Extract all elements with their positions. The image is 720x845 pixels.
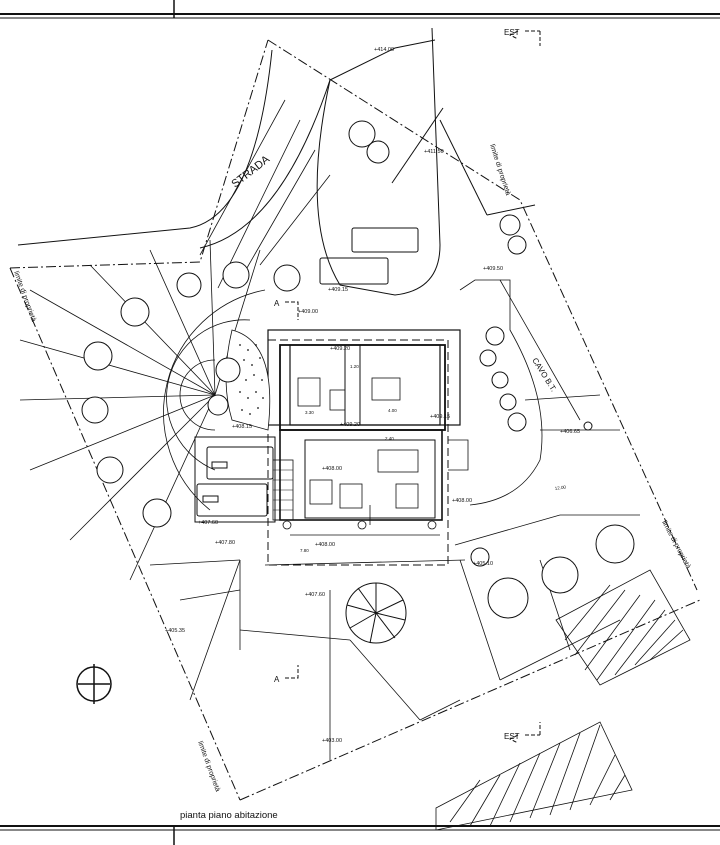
hatch-area bbox=[435, 569, 691, 831]
boundary-label-3: limite di proprietà bbox=[660, 520, 691, 570]
elev-406-65: +406.65 bbox=[560, 429, 580, 435]
elev-405-35: +405.35 bbox=[165, 628, 185, 634]
house bbox=[267, 329, 469, 566]
elev-405-10: +405.10 bbox=[473, 561, 493, 567]
elev-403: +403.00 bbox=[322, 738, 342, 744]
caption: pianta piano abitazione bbox=[180, 810, 278, 821]
section-mark-a-top: A bbox=[274, 299, 280, 308]
elev-409-50: +409.50 bbox=[483, 266, 503, 272]
parking bbox=[194, 227, 419, 523]
terrain-lines bbox=[149, 279, 640, 760]
dim-2: 4.00 bbox=[388, 408, 397, 413]
trees bbox=[81, 120, 635, 619]
dim-1: 3.30 bbox=[305, 410, 314, 415]
misc-lines bbox=[285, 30, 593, 744]
elev-411-50: +411.50 bbox=[424, 149, 444, 155]
elev-409-15-b: +409.15 bbox=[430, 414, 450, 420]
road-label: STRADA bbox=[229, 153, 272, 190]
section-mark-est-top: EST bbox=[504, 28, 520, 37]
elev-408-00-c: +408.00 bbox=[315, 542, 335, 548]
dim-3: 1.20 bbox=[350, 364, 359, 369]
dim-5: 7.80 bbox=[300, 548, 309, 553]
road bbox=[17, 27, 441, 296]
boundary-label-2: limite di proprietà bbox=[488, 143, 511, 196]
compass-icon bbox=[76, 664, 112, 704]
elev-409-00: +409.00 bbox=[298, 309, 318, 315]
elev-407-80: +407.80 bbox=[215, 540, 235, 546]
section-mark-est-bottom: EST bbox=[504, 732, 520, 741]
property-boundary bbox=[9, 39, 701, 801]
elev-414: +414.00 bbox=[374, 47, 394, 53]
elev-407-60-a: +407.60 bbox=[198, 520, 218, 526]
boundary-label-1: limite di proprietà bbox=[12, 270, 37, 323]
dim-4: 2.40 bbox=[385, 436, 394, 441]
elev-409-15-a: +409.15 bbox=[328, 287, 348, 293]
elev-407-60-b: +407.60 bbox=[305, 592, 325, 598]
section-mark-a-bottom: A bbox=[274, 675, 280, 684]
elev-409-20-b: +409.20 bbox=[340, 422, 360, 428]
elev-408-15: +408.15 bbox=[232, 424, 252, 430]
elev-408-00-a: +408.00 bbox=[322, 466, 342, 472]
dim-6: 12.00 bbox=[554, 484, 566, 491]
radial-garden bbox=[19, 99, 331, 581]
elev-409-20-a: +409.20 bbox=[330, 346, 350, 352]
large-tree bbox=[345, 582, 407, 644]
elev-408-00-b: +408.00 bbox=[452, 498, 472, 504]
